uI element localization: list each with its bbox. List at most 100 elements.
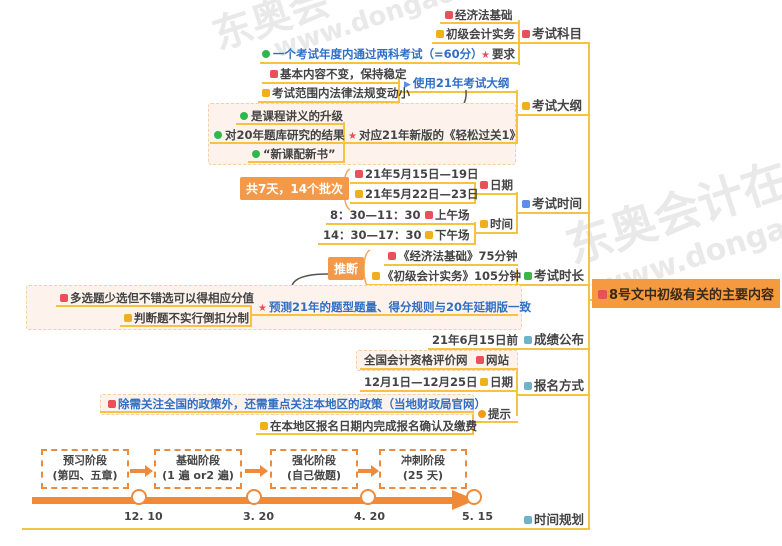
priority-icon xyxy=(478,410,486,418)
stage-box[interactable]: 强化阶段(自己做题) xyxy=(270,449,358,489)
stage-box[interactable]: 基础阶段(1 遍 or2 遍) xyxy=(154,449,242,489)
duration-item[interactable]: 《初级会计实务》105分钟 xyxy=(372,269,521,283)
milestone-date: 4. 20 xyxy=(354,510,385,523)
priority-2-icon xyxy=(124,314,132,322)
session-time: 14：30—17：30 xyxy=(323,228,422,242)
infer-tag[interactable]: 推断 xyxy=(328,257,365,280)
book-point[interactable]: 是课程讲义的升级 xyxy=(240,109,343,123)
arrow-icon xyxy=(358,465,379,477)
stage-box[interactable]: 冲刺阶段(25 天) xyxy=(379,449,467,489)
book-note[interactable]: ★对应21年新版的《轻松过关1》 xyxy=(348,128,521,142)
connector xyxy=(432,42,520,44)
priority-1-icon xyxy=(445,11,453,19)
subject-item[interactable]: 经济法基础 xyxy=(445,8,513,22)
tip-item[interactable]: 除需关注全国的政策外，还需重点关注本地区的政策（当地财政局官网） xyxy=(108,397,486,411)
scoring-rule[interactable]: 多选题少选但不错选可以得相应分值 xyxy=(60,291,254,305)
branch-subjects[interactable]: 考试科目 xyxy=(522,27,582,41)
connector xyxy=(360,390,518,392)
connector xyxy=(476,193,518,195)
connector xyxy=(210,142,345,144)
milestone-date: 5. 15 xyxy=(462,510,493,523)
stage-box[interactable]: 预习阶段(第四、五章) xyxy=(41,449,129,489)
priority-1-icon xyxy=(425,211,433,219)
connector xyxy=(262,82,400,84)
website-name: 全国会计资格评价网 xyxy=(364,353,468,367)
website-box xyxy=(356,350,518,371)
time-label[interactable]: 时间 xyxy=(480,217,513,231)
check-icon xyxy=(262,50,270,58)
connector xyxy=(252,314,518,316)
star-icon: ★ xyxy=(258,303,267,314)
syllabus-point[interactable]: 考试范围内法律法规变动小 xyxy=(262,86,410,100)
priority-1-icon xyxy=(476,356,484,364)
subject-item[interactable]: 初级会计实务 xyxy=(436,27,515,41)
connector xyxy=(398,78,400,104)
branch-syllabus[interactable]: 考试大纲 xyxy=(522,99,582,113)
exam-date[interactable]: 21年5月22日—23日 xyxy=(355,187,479,201)
date-label[interactable]: 日期 xyxy=(480,178,513,192)
connector xyxy=(248,161,345,163)
priority-1-icon xyxy=(355,170,363,178)
milestone-date: 12. 10 xyxy=(124,510,163,523)
priority-4-icon xyxy=(524,272,532,280)
requirement-detail[interactable]: 一个考试年度内通过两科考试（=60分） xyxy=(262,47,483,61)
connector xyxy=(345,142,518,144)
connector xyxy=(360,368,518,370)
priority-1-icon xyxy=(60,294,68,302)
connector xyxy=(474,222,476,244)
date-label[interactable]: 日期 xyxy=(480,375,513,389)
priority-2-icon xyxy=(425,231,433,239)
tips-box xyxy=(100,394,474,415)
root-node[interactable]: 8号文中初级有关的主要内容 xyxy=(592,279,781,308)
duration-item[interactable]: 《经济法基础》75分钟 xyxy=(388,249,518,263)
check-icon xyxy=(214,131,222,139)
connector xyxy=(260,62,520,64)
connector xyxy=(516,370,518,416)
priority-6-icon xyxy=(524,382,532,390)
session-name[interactable]: 上午场 xyxy=(425,208,470,222)
batch-tag[interactable]: 共7天，14个批次 xyxy=(240,177,350,200)
book-point[interactable]: 对20年题库研究的结果 xyxy=(214,128,345,142)
milestone-icon xyxy=(466,489,482,505)
branch-plan[interactable]: 时间规划 xyxy=(524,513,584,527)
check-icon xyxy=(252,150,260,158)
registration-date: 12月1日—12月25日 xyxy=(364,375,478,389)
rules-group-box xyxy=(26,285,522,330)
website-label[interactable]: 网站 xyxy=(476,353,509,367)
results-date: 21年6月15日前 xyxy=(432,333,519,347)
prediction-note[interactable]: ★预测21年的题型题量、得分规则与20年延期版一致 xyxy=(258,300,531,314)
arrow-icon xyxy=(130,465,153,477)
connector xyxy=(384,264,518,266)
priority-3-icon xyxy=(522,200,530,208)
tip-item[interactable]: 在本地区报名日期内完成报名确认及缴费 xyxy=(260,419,477,433)
branch-registration[interactable]: 报名方式 xyxy=(524,379,584,393)
scoring-rule[interactable]: 判断题不实行倒扣分制 xyxy=(124,311,249,325)
priority-1-icon xyxy=(270,70,278,78)
priority-2-icon xyxy=(436,30,444,38)
syllabus-use[interactable]: ▶使用21年考试大纲 xyxy=(404,76,510,90)
session-name[interactable]: 下午场 xyxy=(425,228,470,242)
connector xyxy=(518,284,590,286)
connector xyxy=(318,243,476,245)
tips-label[interactable]: 提示 xyxy=(478,407,511,421)
branch-duration[interactable]: 考试时长 xyxy=(524,269,584,283)
requirement-label[interactable]: ★要求 xyxy=(481,47,515,61)
arrow-icon xyxy=(245,465,268,477)
syllabus-point[interactable]: 基本内容不变，保持稳定 xyxy=(270,67,407,81)
connector xyxy=(474,421,518,423)
connector xyxy=(428,348,590,350)
milestone-icon xyxy=(360,489,376,505)
connector xyxy=(400,91,518,93)
milestone-icon xyxy=(246,489,262,505)
branch-exam-time[interactable]: 考试时间 xyxy=(522,197,582,211)
connector xyxy=(520,42,590,44)
exam-date[interactable]: 21年5月15日—19日 xyxy=(355,167,479,181)
flag-icon: ▶ xyxy=(404,80,411,90)
root-label: 8号文中初级有关的主要内容 xyxy=(609,288,775,303)
connector xyxy=(518,114,590,116)
branch-results[interactable]: 成绩公布 xyxy=(524,333,584,347)
book-point[interactable]: “新课配新书” xyxy=(252,147,336,161)
connector xyxy=(236,123,345,125)
connector xyxy=(22,528,590,530)
milestone-date: 3. 20 xyxy=(243,510,274,523)
